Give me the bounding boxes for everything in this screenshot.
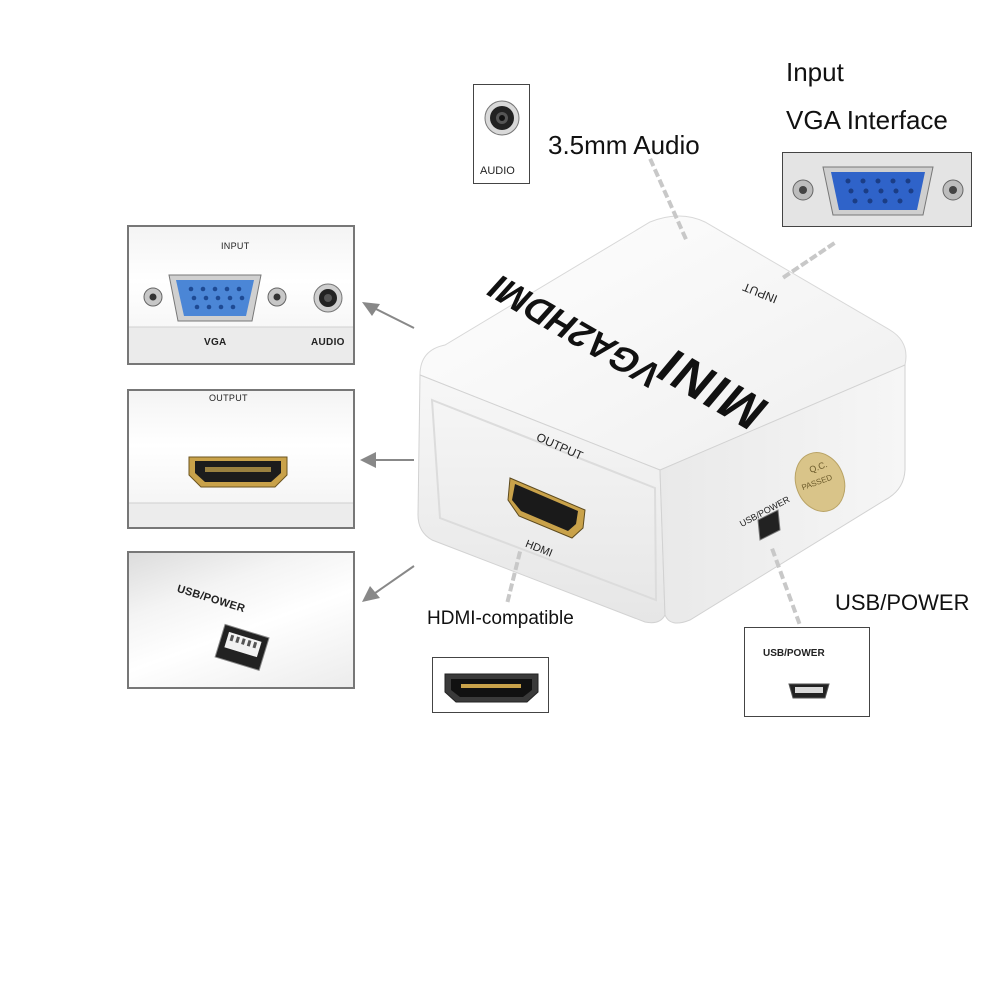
usb-thumbnail-label: USB/POWER	[763, 648, 825, 659]
device-brand: MINI	[644, 338, 780, 440]
hdmi-port-icon	[129, 456, 353, 527]
qc-sticker-line1: Q.C.	[807, 459, 829, 475]
input-panel-vga-label: VGA	[204, 337, 227, 348]
usb-panel: USB/POWER	[127, 551, 355, 689]
usb-callout: USB/POWER	[835, 590, 970, 615]
hdmi-connector-line	[505, 551, 522, 603]
audio-callout: 3.5mm Audio	[548, 130, 700, 160]
device-title: VGA2HDMI	[478, 268, 671, 395]
hdmi-thumbnail	[432, 657, 549, 713]
mini-usb-port-icon	[214, 623, 270, 672]
usb-thumbnail: USB/POWER	[744, 627, 870, 717]
vga-port-icon	[129, 274, 353, 363]
mini-usb-port-icon	[788, 683, 830, 699]
audio-thumbnail: AUDIO	[473, 84, 530, 184]
audio-jack-icon	[484, 100, 520, 136]
output-panel: OUTPUT	[127, 389, 355, 529]
input-panel-header: INPUT	[221, 241, 250, 251]
usb-connector-line	[770, 548, 802, 625]
input-callout-line1: Input	[786, 57, 844, 87]
device-usb-label: USB/POWER	[738, 494, 792, 529]
audio-thumbnail-label: AUDIO	[480, 165, 515, 177]
device-output-label: OUTPUT	[534, 430, 586, 463]
arrow-icon	[360, 452, 414, 468]
output-panel-header: OUTPUT	[209, 393, 248, 403]
device-input-label: INPUT	[740, 279, 780, 307]
device-hdmi-label: HDMI	[523, 538, 555, 560]
vga-port-icon	[783, 153, 971, 226]
arrow-icon	[362, 565, 415, 602]
input-panel-audio-label: AUDIO	[311, 337, 345, 348]
hdmi-port-icon	[444, 673, 539, 703]
vga-thumbnail	[782, 152, 972, 227]
arrow-icon	[362, 302, 415, 329]
input-callout-line2: VGA Interface	[786, 105, 948, 135]
qc-sticker-line2: PASSED	[800, 472, 834, 493]
hdmi-callout: HDMI-compatible	[427, 608, 574, 629]
vga-connector-line	[782, 241, 836, 280]
audio-jack-icon	[313, 283, 343, 313]
audio-connector-line	[648, 158, 688, 241]
hdmi-port-icon	[507, 477, 586, 539]
input-panel: INPUT VGA AUDIO	[127, 225, 355, 365]
